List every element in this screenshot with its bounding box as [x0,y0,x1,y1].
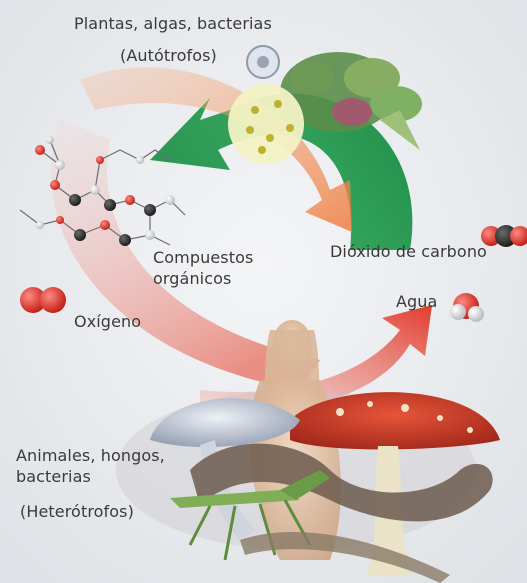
water-label: Agua [396,292,437,312]
organic-compounds-label-line1: Compuestos [153,248,253,268]
co2-label: Dióxido de carbono [330,242,487,262]
oxygen-label: Oxígeno [74,312,141,332]
autotrophs-subtitle: (Autótrofos) [120,46,217,66]
heterotrophs-line1: Animales, hongos, [16,446,165,466]
co2-molecule-icon [481,225,527,247]
organic-compounds-label-line2: orgánicos [153,269,231,289]
autotrophs-title: Plantas, algas, bacterias [74,14,272,34]
heterotrophs-line2: bacterias [16,467,91,487]
heterotrophs-subtitle: (Heterótrofos) [20,502,134,522]
